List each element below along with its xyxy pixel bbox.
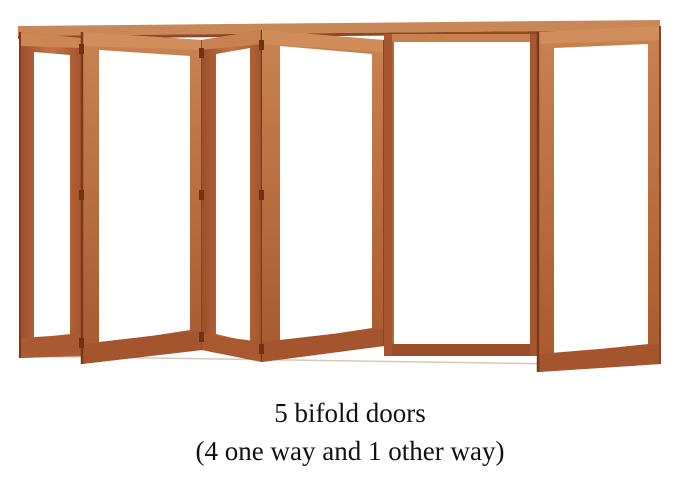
hinge-icon	[79, 44, 84, 54]
hinge-icon	[259, 344, 264, 354]
door-panel-6	[536, 26, 661, 372]
hinge-icon	[79, 338, 84, 348]
door-panel-2	[80, 32, 203, 364]
hinge-icon	[259, 190, 264, 200]
hinges	[79, 40, 264, 354]
caption-line-2: (4 one way and 1 other way)	[195, 436, 505, 466]
caption-line-1: 5 bifold doors	[274, 398, 426, 428]
door-panel-5	[384, 34, 538, 356]
door-panel-3	[202, 30, 264, 362]
hinge-icon	[259, 40, 264, 50]
bifold-door-illustration	[17, 20, 661, 372]
door-panel-4	[262, 30, 385, 362]
hinge-icon	[199, 332, 204, 342]
door-panel-1	[19, 32, 82, 358]
head-track	[18, 20, 660, 39]
hinge-icon	[199, 190, 204, 200]
hinge-icon	[79, 190, 84, 200]
hinge-icon	[199, 48, 204, 58]
